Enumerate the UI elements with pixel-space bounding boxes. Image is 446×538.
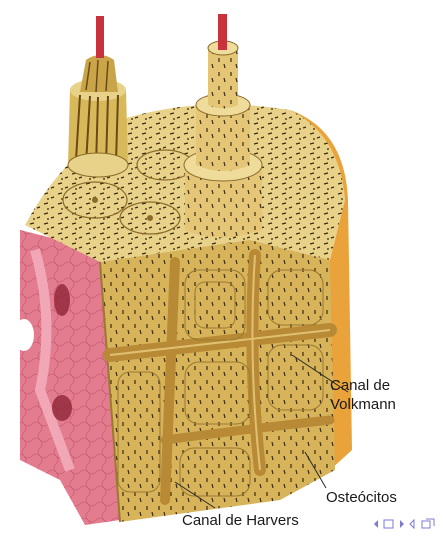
label-canal-volkmann: Canal de Volkmann	[330, 376, 396, 414]
label-volkmann-line2: Volkmann	[330, 395, 396, 414]
frame-icon[interactable]	[384, 520, 393, 528]
label-canal-harvers: Canal de Harvers	[182, 511, 299, 530]
nav-left-icon[interactable]	[374, 520, 378, 528]
slide-nav	[372, 517, 442, 531]
label-volkmann-line1: Canal de	[330, 376, 396, 395]
osteon-cylinder-left	[68, 16, 128, 177]
nav-right-icon[interactable]	[400, 520, 404, 528]
expand-icon[interactable]	[410, 519, 434, 528]
label-osteocitos: Osteócitos	[326, 488, 397, 507]
